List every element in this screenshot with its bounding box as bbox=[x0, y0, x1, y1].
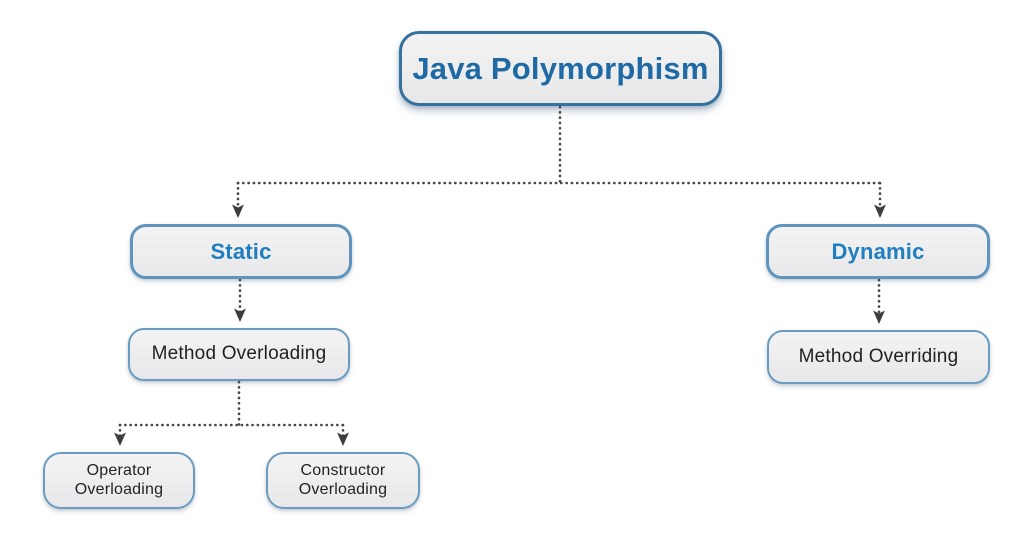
node-method-overriding[interactable]: Method Overriding bbox=[767, 330, 990, 384]
node-label-operator-overloading: Operator Overloading bbox=[74, 461, 164, 498]
node-label-java-polymorphism: Java Polymorphism bbox=[412, 50, 709, 86]
node-method-overloading[interactable]: Method Overloading bbox=[128, 328, 350, 381]
node-operator-overloading[interactable]: Operator Overloading bbox=[43, 452, 195, 509]
node-label-dynamic: Dynamic bbox=[831, 238, 925, 264]
node-label-method-overriding: Method Overriding bbox=[798, 345, 959, 367]
node-label-static: Static bbox=[210, 238, 272, 264]
node-constructor-overloading[interactable]: Constructor Overloading bbox=[266, 452, 420, 509]
node-label-constructor-overloading: Constructor Overloading bbox=[298, 461, 388, 498]
node-label-method-overloading: Method Overloading bbox=[151, 343, 327, 365]
node-java-polymorphism[interactable]: Java Polymorphism bbox=[399, 31, 722, 106]
node-dynamic[interactable]: Dynamic bbox=[766, 224, 990, 279]
node-static[interactable]: Static bbox=[130, 224, 352, 279]
